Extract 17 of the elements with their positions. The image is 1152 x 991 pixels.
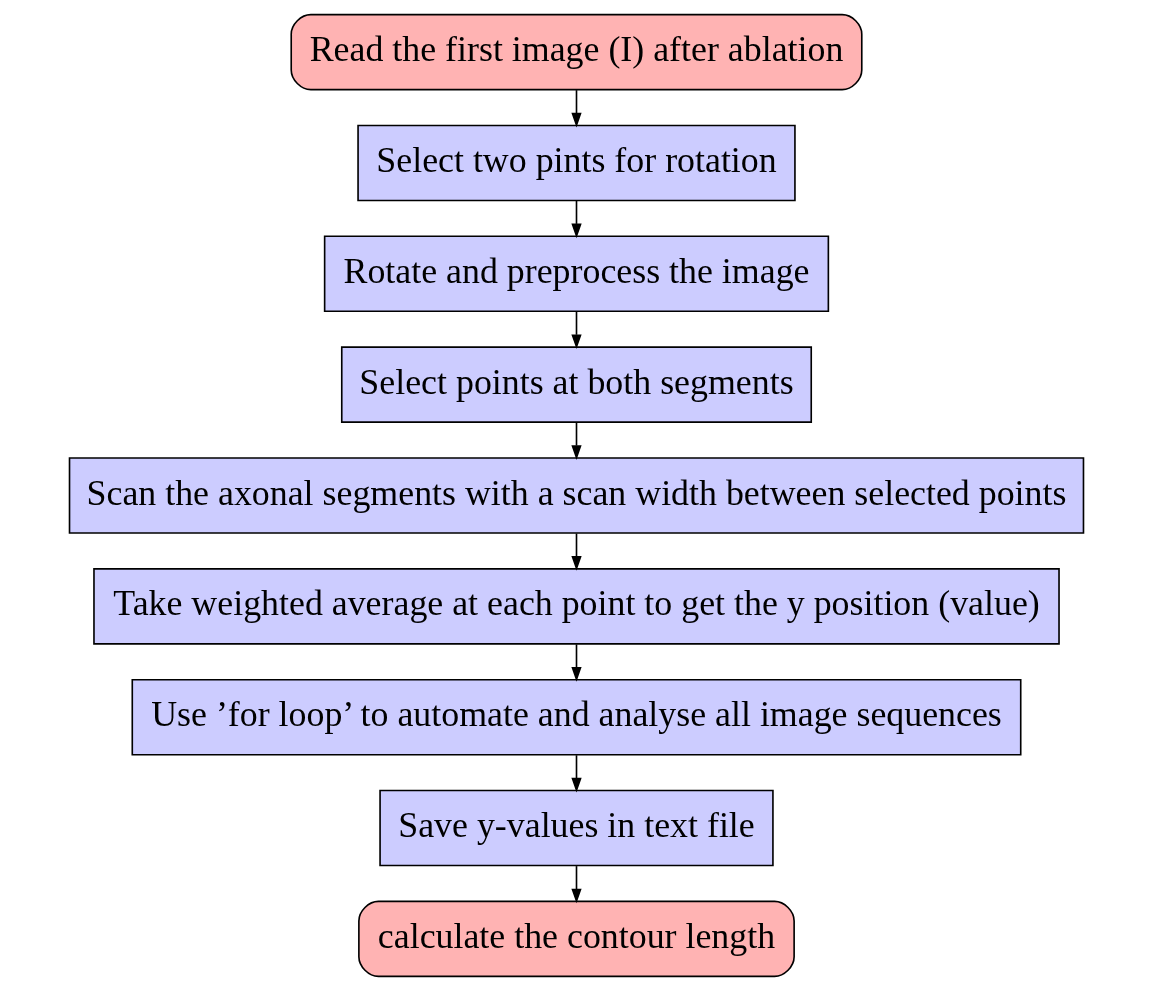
arrow	[570, 643, 582, 682]
arrow	[570, 421, 582, 460]
node-box: Scan the axonal segments with a scan width between selected points	[68, 457, 1084, 534]
arrow	[570, 754, 582, 793]
arrow	[570, 532, 582, 571]
arrow	[570, 311, 582, 350]
node-box: calculate the contour length	[357, 900, 795, 978]
node-box: Take weighted average at each point to get the y position (value)	[92, 568, 1060, 645]
node-box: Use ’for loop’ to automate and analyse all image sequences	[130, 678, 1022, 756]
arrow	[570, 865, 582, 904]
node-box: Select points at both segments	[340, 346, 812, 423]
node-box: Read the first image (I) after ablation	[289, 13, 863, 91]
arrow	[570, 200, 582, 239]
arrow	[570, 89, 582, 128]
node-box: Save y-values in text file	[378, 789, 774, 867]
node-box: Rotate and preprocess the image	[323, 235, 829, 313]
node-box: Select two pints for rotation	[356, 124, 796, 202]
